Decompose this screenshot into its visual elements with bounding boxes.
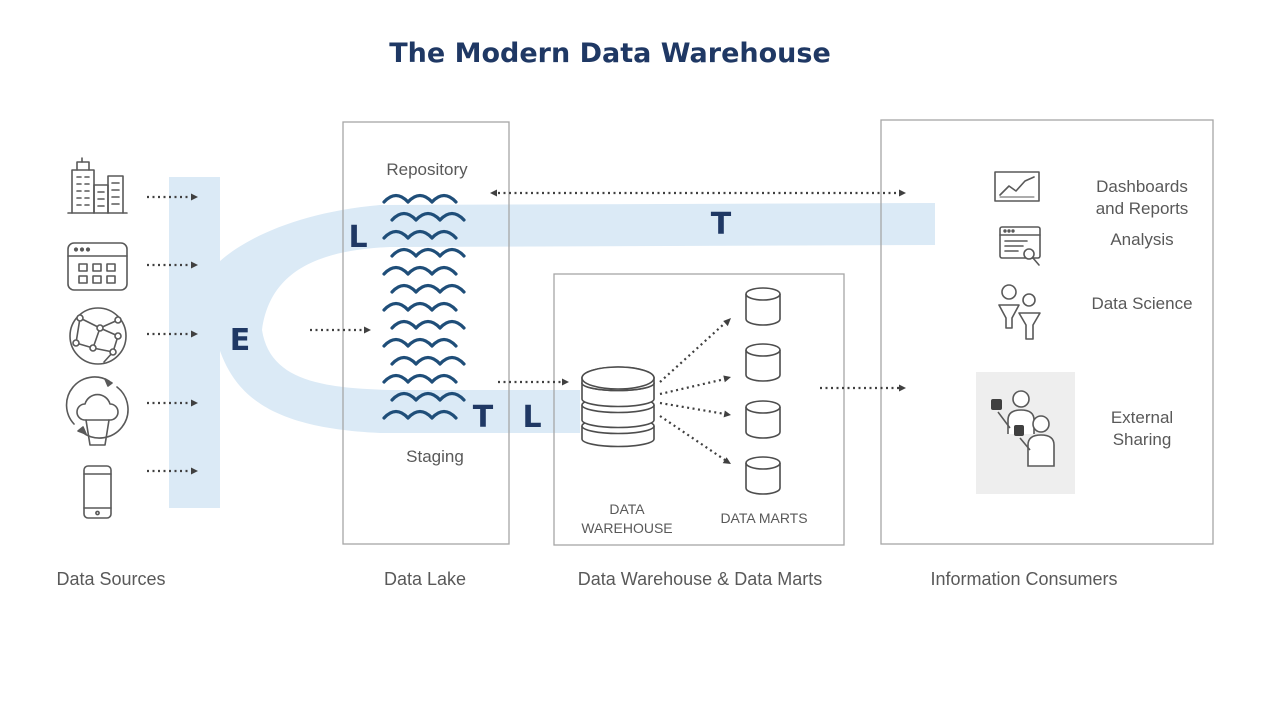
data-mart-icon-2 [745,343,781,382]
source-arrows [147,193,198,475]
buildings-icon [67,157,128,214]
consumers-box [880,119,1214,545]
wave-row [382,373,458,384]
external-sharing-label-line1: External [1111,408,1173,427]
report-search-icon [999,226,1041,266]
smartphone-icon [83,465,112,519]
analysis-label: Analysis [1110,230,1173,249]
warehouse-to-marts-arrows [659,318,731,464]
data-lake-label: Data Lake [384,569,466,589]
line-chart-icon [994,171,1040,202]
wave-row [382,301,458,312]
people-funnel-icon [998,284,1041,340]
lake-water-waves [382,193,466,420]
data-lake-box [342,121,510,545]
data-science-label: Data Science [1091,294,1192,313]
wave-row [390,283,466,294]
external-sharing-label-line2: Sharing [1113,430,1172,449]
wave-row [390,247,466,258]
data-mart-icon-1 [745,287,781,326]
extract-letter: E [230,323,251,358]
dashboards-label-line2: and Reports [1096,199,1189,218]
wave-row [390,211,466,222]
repository-label: Repository [386,160,468,179]
flow-band-lower-arc [219,330,580,433]
information-consumers-label: Information Consumers [930,569,1117,589]
warehouse-marts-label: Data Warehouse & Data Marts [578,569,822,589]
wave-row [382,193,458,204]
data-mart-icon-4 [745,456,781,495]
diagram-title: The Modern Data Warehouse [389,38,831,69]
load-lake-letter: L [348,220,367,255]
wave-row [390,355,466,366]
data-marts-label: DATA MARTS [720,510,807,526]
wave-row [382,265,458,276]
data-sources-label: Data Sources [56,569,165,589]
flow-band-upper-arc [219,203,935,330]
data-warehouse-label-line2: WAREHOUSE [581,520,672,536]
data-warehouse-label-line1: DATA [609,501,645,517]
dashboards-label-line1: Dashboards [1096,177,1188,196]
app-window-icon [67,242,128,291]
extract-band-vertical [169,177,220,508]
data-mart-icon-3 [745,400,781,439]
cloud-sync-icon [65,376,129,446]
flow-band [169,177,935,508]
transform-top-letter: T [711,207,732,242]
network-globe-icon [69,307,127,365]
staging-label: Staging [406,447,464,466]
data-warehouse-icon [581,366,655,448]
lake-to-warehouse-arrow [498,378,569,386]
wave-row [390,319,466,330]
warehouse-box [553,273,845,546]
wave-row [382,409,458,420]
wave-row [382,337,458,348]
warehouse-to-consumers-arrow [820,384,906,392]
wave-row [382,229,458,240]
extract-to-lake-arrow [310,326,371,334]
load-warehouse-letter: L [522,400,541,435]
transform-bottom-letter: T [473,400,494,435]
people-sharing-icon [991,390,1055,467]
wave-row [390,391,466,402]
lake-bidirectional-arrow [490,189,906,197]
